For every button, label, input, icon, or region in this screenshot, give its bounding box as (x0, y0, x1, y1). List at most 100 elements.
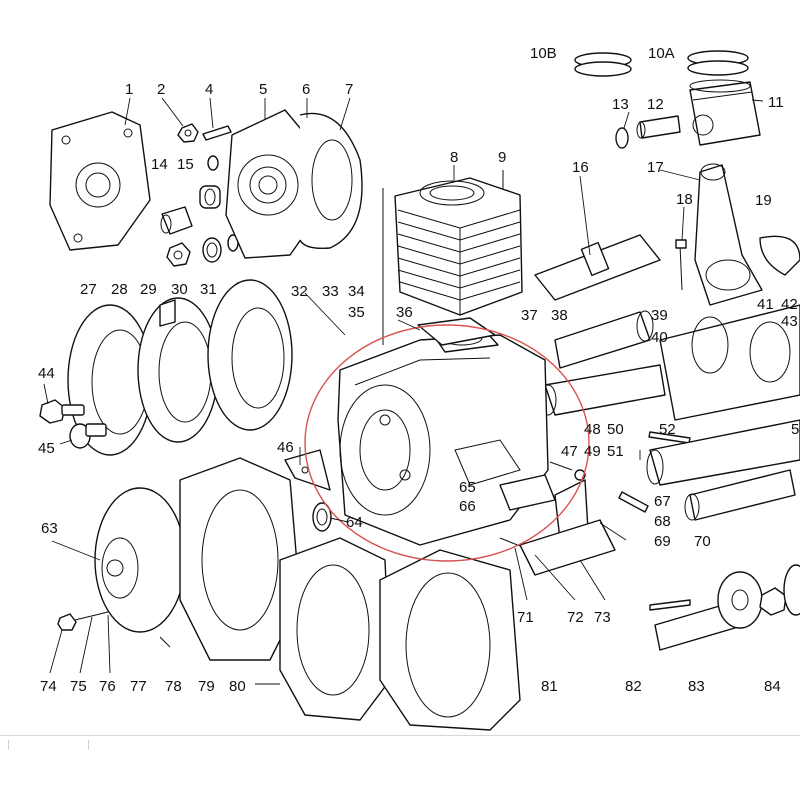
label-12: 12 (647, 96, 664, 113)
label-49: 49 (584, 443, 601, 460)
part-18-bolt (675, 239, 687, 291)
part-13-clip (615, 127, 629, 149)
label-81: 81 (541, 678, 558, 695)
label-17: 17 (647, 159, 664, 176)
highlight-circle (304, 324, 590, 562)
label-39: 39 (651, 307, 668, 324)
label-78: 78 (165, 678, 182, 695)
part-16-shaft (534, 234, 661, 301)
part-7-gasket (299, 112, 363, 250)
label-28: 28 (111, 281, 128, 298)
part-31-bearing (202, 237, 222, 263)
part-1-cover-plate (49, 111, 151, 251)
part-14-bushing (199, 185, 221, 209)
label-6: 6 (302, 81, 310, 98)
label-68: 68 (654, 513, 671, 530)
part-68-bolt (618, 491, 649, 513)
label-47: 47 (561, 443, 578, 460)
part-71-screw (499, 537, 521, 547)
label-38: 38 (551, 307, 568, 324)
part-10B-rings (574, 52, 632, 77)
label-11: 11 (768, 94, 784, 111)
part-84-nut (759, 564, 800, 616)
part-38-shaft (554, 310, 654, 369)
label-34: 34 (348, 283, 365, 300)
part-8-cylinder (394, 177, 523, 316)
part-73-base (519, 519, 616, 576)
label-35: 35 (348, 304, 365, 321)
label-1: 1 (125, 81, 133, 98)
label-71: 71 (517, 609, 534, 626)
label-80: 80 (229, 678, 246, 695)
part-30-nut (166, 242, 191, 267)
label-10B: 10B (530, 45, 557, 62)
part-50-shaft (539, 364, 666, 416)
label-18: 18 (676, 191, 693, 208)
label-7: 7 (345, 81, 353, 98)
label-82: 82 (625, 678, 642, 695)
part-82-key (649, 599, 691, 611)
label-32: 32 (291, 283, 308, 300)
part-27-disc (67, 304, 153, 456)
part-83-shaft (654, 571, 763, 651)
label-19: 19 (755, 192, 772, 209)
part-43-crankshaft (659, 304, 800, 421)
part-44-bolt (39, 399, 85, 424)
bar-divider (8, 740, 9, 750)
label-51: 51 (607, 443, 624, 460)
part-63-cover (94, 487, 186, 633)
bar-divider (88, 740, 89, 750)
label-79: 79 (198, 678, 215, 695)
label-83: 83 (688, 678, 705, 695)
label-65: 65 (459, 479, 476, 496)
part-80-housing (279, 537, 391, 721)
label-45: 45 (38, 440, 55, 457)
label-63: 63 (41, 520, 58, 537)
label-75: 75 (70, 678, 87, 695)
label-29: 29 (140, 281, 157, 298)
part-65-cover (499, 474, 556, 511)
label-48: 48 (584, 421, 601, 438)
label-8: 8 (450, 149, 458, 166)
part-46-bracket (284, 449, 331, 491)
part-32-flange (207, 279, 293, 431)
label-44: 44 (38, 365, 55, 382)
part-5x-shaft (646, 419, 800, 486)
label-33: 33 (322, 283, 339, 300)
part-29-bush (160, 206, 193, 235)
label-37: 37 (521, 307, 538, 324)
part-12-pin (636, 115, 681, 139)
part-64-seal (312, 502, 332, 532)
part-45-bolt (69, 423, 107, 449)
part-crankcase (337, 324, 549, 546)
leader-lines (43, 97, 764, 685)
part-17-connecting-rod (694, 163, 763, 306)
label-43: 43 (781, 313, 798, 330)
label-9: 9 (498, 149, 506, 166)
label-74: 74 (40, 678, 57, 695)
label-66: 66 (459, 498, 476, 515)
label-15: 15 (177, 156, 194, 173)
part-78-pin (159, 636, 171, 648)
part-4-stud (202, 125, 232, 141)
label-73: 73 (594, 609, 611, 626)
label-50: 50 (607, 421, 624, 438)
part-2-nut (177, 123, 199, 143)
part-75-stud (57, 611, 109, 631)
label-77: 77 (130, 678, 147, 695)
label-5x: 5 (791, 421, 799, 438)
label-14: 14 (151, 156, 168, 173)
label-10A: 10A (648, 45, 675, 62)
label-64: 64 (346, 514, 363, 531)
label-52: 52 (659, 421, 676, 438)
label-2: 2 (157, 81, 165, 98)
part-28-disc (137, 297, 219, 443)
label-27: 27 (80, 281, 97, 298)
viewer-bottom-bar (0, 735, 800, 800)
label-40: 40 (651, 329, 668, 346)
label-13: 13 (612, 96, 629, 113)
part-15-ring (207, 155, 219, 171)
label-36: 36 (396, 304, 413, 321)
